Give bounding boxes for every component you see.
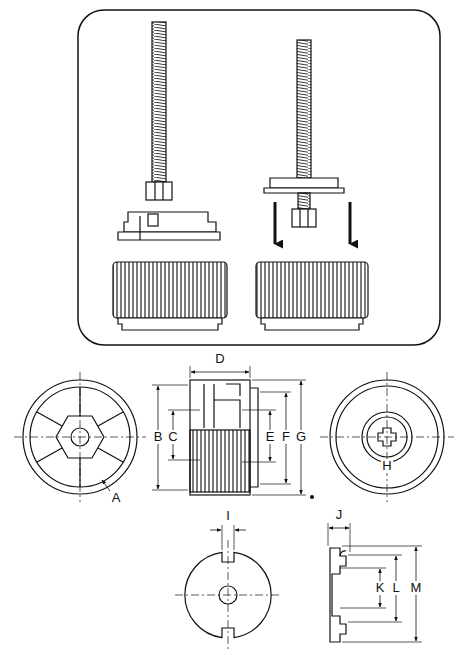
dimension-letter: D <box>214 352 225 366</box>
washer-views <box>175 523 422 650</box>
dimension-letter: F <box>281 430 291 444</box>
dimension-letter: I <box>225 509 231 523</box>
dimension-letter: E <box>265 430 276 444</box>
dimension-letter: G <box>295 430 307 444</box>
side-view <box>152 366 314 499</box>
dimension-letter: C <box>167 430 178 444</box>
dimension-letter: L <box>391 581 400 595</box>
dimension-letter: H <box>381 459 392 473</box>
bottom-view <box>14 372 146 502</box>
top-view <box>320 372 454 502</box>
assembly-panel <box>78 10 440 345</box>
dimension-letter: K <box>375 581 386 595</box>
dimension-letter: B <box>153 430 164 444</box>
dimension-letter: A <box>111 491 122 505</box>
dimension-letter: J <box>335 508 344 522</box>
dimension-letter: M <box>410 581 423 595</box>
